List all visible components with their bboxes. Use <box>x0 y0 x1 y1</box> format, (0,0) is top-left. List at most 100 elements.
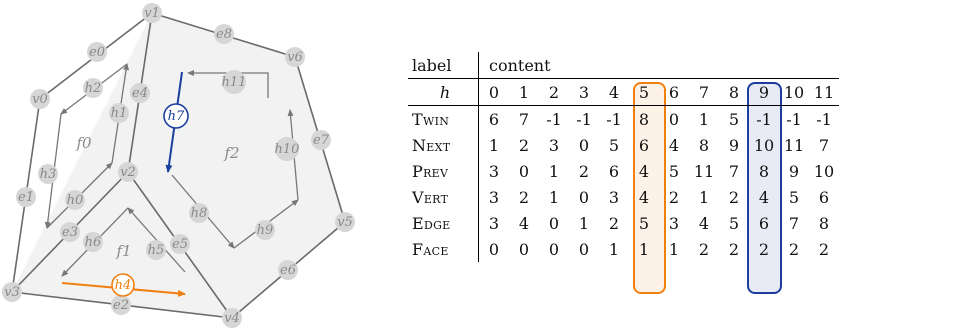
table-cell: 5 <box>638 213 650 233</box>
halfedge-label-h5: h5 <box>146 240 166 260</box>
vertex-v4: v4 <box>222 308 242 328</box>
index-cell: 1 <box>509 78 539 106</box>
table-cell: 3 <box>488 187 500 207</box>
table-cell: 0 <box>548 239 560 259</box>
svg-text:v6: v6 <box>287 50 303 65</box>
table-cell: 4 <box>698 213 710 233</box>
svg-text:h5: h5 <box>148 243 165 258</box>
index-cell: 0 <box>478 78 509 106</box>
table-cell: 1 <box>638 239 650 259</box>
table-cell: 3 <box>668 213 680 233</box>
column-highlight-h7 <box>747 82 782 294</box>
table-cell: 1 <box>548 187 560 207</box>
table-cell: 2 <box>728 239 740 259</box>
halfedge-mesh-diagram: v1 v0 v2 v3 v4 v5 v6 e0 e1 e2 e3 e4 e5 e… <box>2 3 355 328</box>
svg-text:e1: e1 <box>18 190 34 205</box>
edge-e7: e7 <box>311 130 331 150</box>
svg-text:h8: h8 <box>191 206 208 221</box>
row-label: Next <box>408 132 479 158</box>
table-cell: 1 <box>488 135 500 155</box>
edge-e4: e4 <box>130 83 150 103</box>
label-header: label <box>408 52 479 79</box>
table-cell: 5 <box>608 135 620 155</box>
table-cell: 2 <box>818 239 830 259</box>
index-cell: 11 <box>809 78 839 106</box>
halfedge-table: label content h 0 1 2 3 4 5 6 7 8 9 10 1… <box>408 52 839 262</box>
row-label: Face <box>408 236 479 262</box>
table-cell: 8 <box>698 135 710 155</box>
table-cell: 1 <box>698 187 710 207</box>
column-highlight-h4 <box>633 82 666 294</box>
table-cell: 2 <box>698 239 710 259</box>
svg-text:v0: v0 <box>32 92 48 107</box>
table-cell: 0 <box>488 239 500 259</box>
table-cell: 10 <box>753 135 775 155</box>
svg-text:e5: e5 <box>172 237 188 252</box>
svg-text:v5: v5 <box>337 215 353 230</box>
table-cell: 8 <box>758 161 770 181</box>
row-label: Twin <box>408 105 479 132</box>
vertex-v3: v3 <box>2 282 22 302</box>
face-labels: f0 f1 f2 <box>75 134 239 260</box>
svg-text:e6: e6 <box>280 263 296 278</box>
table-cell: 1 <box>578 213 590 233</box>
svg-text:h7: h7 <box>168 109 185 124</box>
face-label-f0: f0 <box>75 134 92 152</box>
face-label-f1: f1 <box>115 242 131 260</box>
edge-e3: e3 <box>60 222 80 242</box>
table-cell: 6 <box>488 109 500 129</box>
halfedge-arrow-h11 <box>187 70 269 98</box>
table-cell: -1 <box>786 109 802 129</box>
row-label: Vert <box>408 184 479 210</box>
svg-text:h10: h10 <box>275 142 300 157</box>
table-cell: 6 <box>608 161 620 181</box>
halfedge-labels: h0 h1 h2 h3 h5 h6 h8 h9 h10 h11 h4 h7 <box>38 70 300 297</box>
table-cell: 5 <box>788 187 800 207</box>
svg-text:v2: v2 <box>120 165 136 180</box>
face-f1 <box>12 172 232 318</box>
halfedge-label-h11: h11 <box>222 70 247 94</box>
table-cell: 7 <box>728 161 740 181</box>
table-cell: 4 <box>758 187 770 207</box>
table-cell: 2 <box>518 135 530 155</box>
table-cell: 2 <box>608 213 620 233</box>
svg-text:h6: h6 <box>85 235 102 250</box>
halfedge-label-h1: h1 <box>109 103 129 123</box>
vertex-labels: v1 v0 v2 v3 v4 v5 v6 <box>2 3 355 328</box>
index-cell: 4 <box>599 78 629 106</box>
edge-e2: e2 <box>111 295 131 315</box>
table-cell: -1 <box>816 109 832 129</box>
table-cell: 0 <box>668 109 680 129</box>
edge-e0: e0 <box>87 42 107 62</box>
table-header-row: label content <box>408 52 839 79</box>
table-cell: 6 <box>638 135 650 155</box>
svg-text:e7: e7 <box>313 133 330 148</box>
table-cell: 0 <box>518 161 530 181</box>
table-cell: -1 <box>756 109 772 129</box>
halfedge-label-h8: h8 <box>189 203 209 223</box>
vertex-v5: v5 <box>335 212 355 232</box>
table-cell: 8 <box>818 213 830 233</box>
table-cell: 4 <box>638 161 650 181</box>
table-cell: 3 <box>608 187 620 207</box>
vertex-v1: v1 <box>142 3 162 23</box>
halfedge-label-h10: h10 <box>275 137 300 161</box>
table-cell: 3 <box>488 213 500 233</box>
halfedge-label-h3: h3 <box>38 164 58 184</box>
index-cell: 9 <box>749 78 779 106</box>
table-cell: 2 <box>668 187 680 207</box>
svg-text:h11: h11 <box>222 75 247 90</box>
halfedge-label-h6: h6 <box>83 232 103 252</box>
table-cell: 0 <box>578 135 590 155</box>
table-cell: 2 <box>518 187 530 207</box>
table-cell: 2 <box>788 239 800 259</box>
svg-text:e2: e2 <box>113 298 129 313</box>
index-cell: 5 <box>629 78 659 106</box>
svg-text:v1: v1 <box>144 6 160 21</box>
table-cell: 7 <box>518 109 530 129</box>
